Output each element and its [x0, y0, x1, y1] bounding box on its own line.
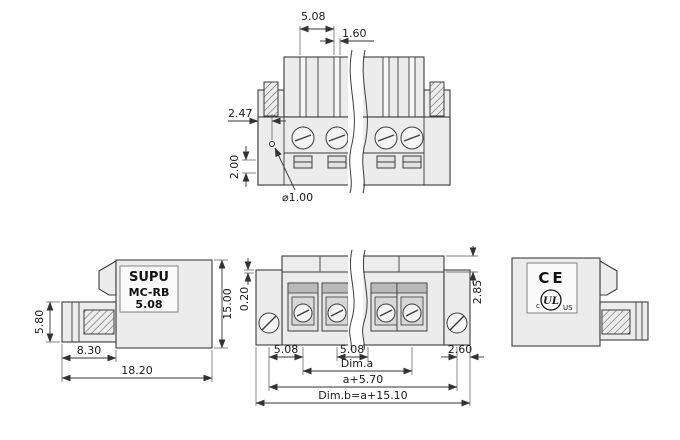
flange-front-right [443, 269, 471, 346]
dim-label-b-formula: Dim.b=a+15.10 [318, 389, 407, 402]
ul-us-mark: US [563, 304, 573, 312]
ce-mark: CE [538, 269, 565, 287]
housing-slot [382, 56, 390, 118]
flange-front-left [255, 269, 283, 346]
front-view-bottom [255, 249, 471, 351]
flange-screws [258, 312, 468, 334]
break-lines-front [348, 249, 368, 351]
product-label [119, 265, 179, 313]
front-view-dimensions: 0.20 2.85 5.08 5.08 2.60 Dim.a a+5.70 Di… [238, 246, 484, 407]
side-view-right: CE UL c US [511, 257, 649, 347]
terminal-openings [287, 282, 428, 332]
top-view-dimensions: 5.08 1.60 2.47 2.00 ⌀1.00 [228, 10, 374, 204]
screw-head-lines [71, 302, 80, 342]
ul-logo-circle [540, 289, 562, 311]
pitch-text: 5.08 [135, 298, 162, 311]
dim-label-pitch: 5.08 [301, 10, 326, 23]
dim-label-end-margin: 2.60 [448, 343, 473, 356]
housing-division-lines [317, 57, 399, 117]
screw-stud-left [263, 81, 279, 117]
left-view-dimensions: 5.80 8.30 18.20 15.00 [33, 259, 234, 382]
dim-label-collar: 2.85 [471, 280, 484, 305]
dim-label-a-formula: a+5.70 [343, 373, 383, 386]
housing-slot [333, 56, 341, 118]
dim-label-step: 0.20 [238, 287, 251, 312]
brand-text: SUPU [129, 270, 169, 285]
housing-slot [299, 56, 307, 118]
clamp-screws [291, 126, 424, 150]
screw-stud-right [429, 81, 445, 117]
dim-label-hole-offset: 2.47 [228, 107, 253, 120]
housing-slot [408, 56, 416, 118]
dim-label-hole-diameter: ⌀1.00 [282, 191, 313, 204]
clamp-screw-thread-right [601, 309, 631, 335]
dim-label-height: 15.00 [221, 288, 234, 320]
dim-label-wire-height: 5.80 [33, 310, 46, 335]
latch [98, 260, 117, 296]
break-lines-top [348, 49, 368, 194]
clamp-screw-thread [83, 309, 115, 335]
ul-c-mark: c [536, 302, 540, 310]
series-text: MC-RB [129, 286, 170, 299]
dim-label-a: Dim.a [341, 357, 373, 370]
dim-label-pole-pitch: 5.08 [340, 343, 365, 356]
dim-label-total-depth: 18.20 [121, 364, 153, 377]
dim-label-end-pitch: 5.08 [274, 343, 299, 356]
wire-openings [293, 155, 422, 169]
ul-mark: UL [543, 296, 559, 307]
dim-label-front-depth: 8.30 [77, 344, 102, 357]
locating-hole [269, 141, 275, 147]
side-view-left: SUPU MC-RB 5.08 [61, 259, 213, 349]
top-front-view [257, 49, 451, 194]
dim-label-hole-height: 2.00 [228, 155, 241, 180]
screw-head-lines-right [635, 302, 643, 340]
latch-right [599, 260, 618, 296]
dim-label-slot-width: 1.60 [342, 27, 367, 40]
